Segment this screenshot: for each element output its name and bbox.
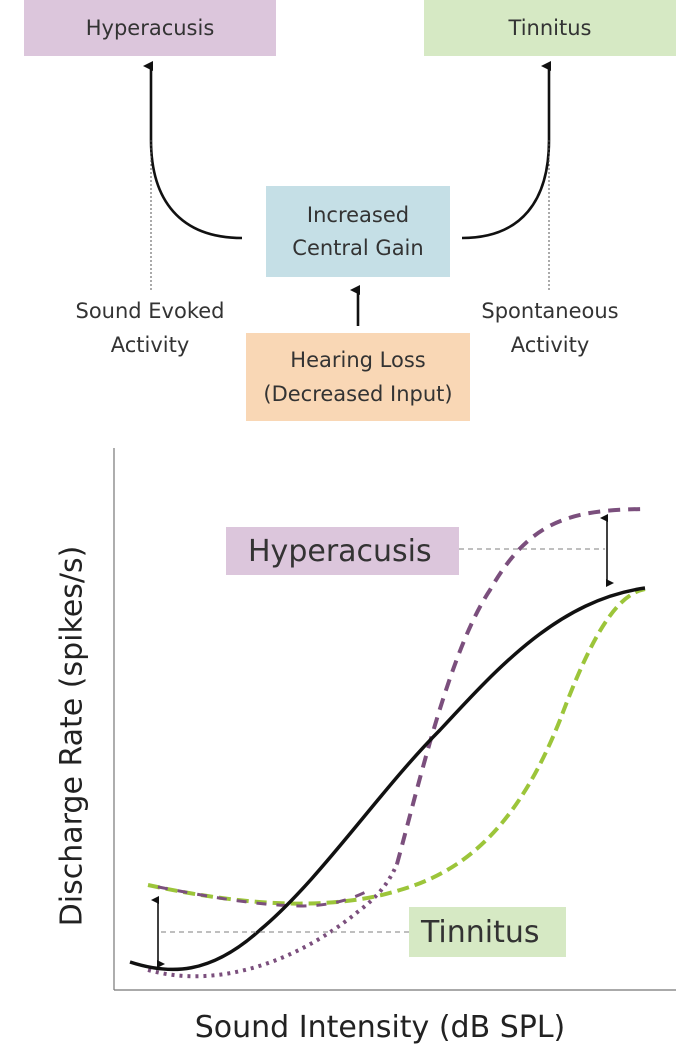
- hyperacusis-box-label: Hyperacusis: [85, 16, 215, 40]
- central-gain-box: Increased Central Gain: [266, 186, 450, 277]
- sound-evoked-label: Sound Evoked Activity: [40, 294, 260, 362]
- hyperacusis-curve-dotted: [147, 863, 399, 979]
- tinnitus-curve: [147, 587, 646, 906]
- spontaneous-line2: Activity: [510, 333, 590, 357]
- graph-hyperacusis-text: Hyperacusis: [248, 533, 432, 569]
- left-connector: [143, 61, 243, 240]
- hearing-loss-line1: Hearing Loss: [290, 348, 426, 372]
- normal-curve: [129, 586, 646, 972]
- x-axis-label: Sound Intensity (dB SPL): [194, 1010, 566, 1045]
- hearing-loss-box: Hearing Loss (Decreased Input): [246, 333, 470, 421]
- graph-hyperacusis-label: Hyperacusis: [226, 527, 459, 575]
- central-gain-line2: Central Gain: [292, 235, 424, 260]
- sound-evoked-line2: Activity: [110, 333, 190, 357]
- hyperacusis-baseline-dashed: [147, 883, 371, 908]
- spontaneous-line1: Spontaneous: [481, 299, 619, 323]
- graph-tinnitus-text: Tinnitus: [421, 914, 540, 950]
- spontaneous-label: Spontaneous Activity: [440, 294, 660, 362]
- tinnitus-box: Tinnitus: [424, 0, 676, 56]
- hyperacusis-box: Hyperacusis: [24, 0, 276, 56]
- hearing-loss-line2: (Decreased Input): [263, 382, 453, 406]
- y-axis-label: Discharge Rate (spikes/s): [54, 545, 90, 927]
- hyperacusis-curve-dashed: [395, 507, 646, 865]
- graph-tinnitus-label: Tinnitus: [409, 907, 566, 957]
- tinnitus-box-label: Tinnitus: [508, 16, 592, 40]
- central-gain-line1: Increased: [306, 202, 410, 227]
- sound-evoked-line1: Sound Evoked: [75, 299, 225, 323]
- right-connector: [461, 61, 551, 240]
